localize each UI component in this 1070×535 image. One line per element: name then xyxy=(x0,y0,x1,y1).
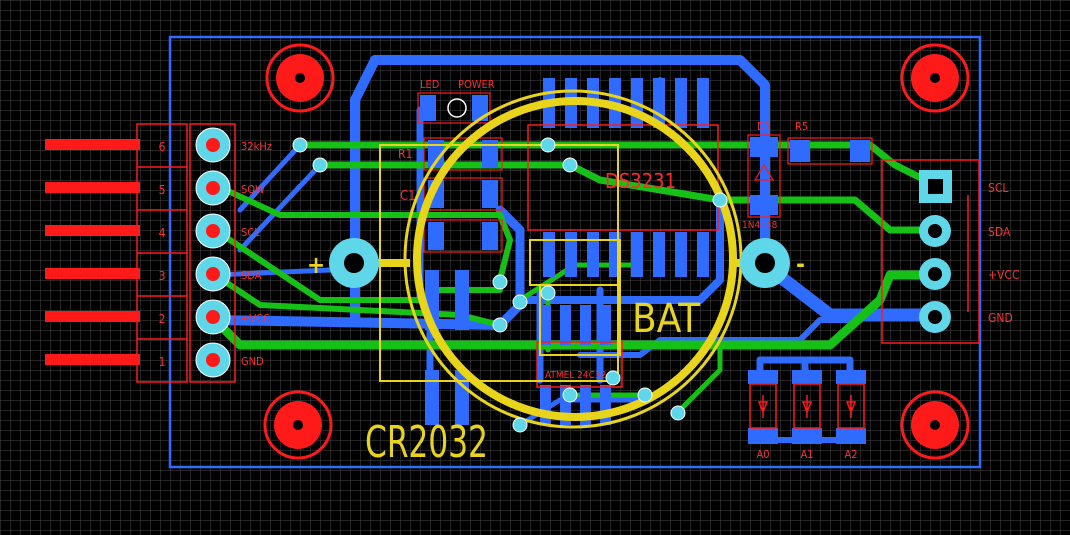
left-header: 6 5 4 3 2 1 32kHz SQW SCL SDA +VCC GND xyxy=(45,123,272,383)
mounting-hole-top-right xyxy=(900,43,970,113)
power-label: POWER xyxy=(458,78,495,91)
diode-label: 1N4148 xyxy=(742,220,778,231)
r5-label: R5 xyxy=(795,120,808,133)
left-pin-num: 6 xyxy=(159,140,166,154)
left-pin-num: 4 xyxy=(159,226,166,240)
mounting-hole-top-left xyxy=(265,43,335,113)
r1-label: R1 xyxy=(398,147,412,161)
passive-components: R1 C1 LED POWER xyxy=(398,78,503,425)
eeprom-label: ATMEL 24C32 xyxy=(545,370,606,381)
battery-plus-label: + xyxy=(307,251,325,279)
left-pin-signal: SCL xyxy=(241,226,260,239)
mounting-holes xyxy=(263,43,970,460)
board-outline xyxy=(168,35,982,469)
left-pin-num: 5 xyxy=(159,183,166,197)
left-pin-signal: +VCC xyxy=(241,312,270,325)
board-title: CR2032 xyxy=(365,417,488,468)
led-label: LED xyxy=(420,78,440,91)
mounting-hole-bottom-left xyxy=(263,390,333,460)
address-jumpers: A0 A1 A2 xyxy=(748,370,866,461)
left-pin-num: 1 xyxy=(159,355,166,369)
mounting-hole-bottom-right xyxy=(900,390,970,460)
ds3231-footprint: DS3231 xyxy=(527,78,719,277)
ds3231-label: DS3231 xyxy=(605,169,676,193)
diode-d1: D1 1N4148 xyxy=(742,120,781,231)
right-pin-signal: SDA xyxy=(988,225,1011,239)
left-pin-signal: 32kHz xyxy=(241,140,272,153)
battery-minus-label: - xyxy=(796,250,805,278)
d1-label: D1 xyxy=(757,120,771,133)
left-pin-signal: SDA xyxy=(241,269,262,282)
c1-label: C1 xyxy=(400,189,416,204)
right-pin-signal: +VCC xyxy=(988,268,1020,282)
left-pin-num: 3 xyxy=(159,269,166,283)
right-pin-signal: SCL xyxy=(988,181,1008,195)
jumper-a0-label: A0 xyxy=(756,448,769,461)
battery-label: BAT xyxy=(632,296,701,342)
battery-holder: + - BAT xyxy=(307,89,805,429)
eeprom-footprint: ATMEL 24C32 xyxy=(536,305,623,425)
left-pin-num: 2 xyxy=(159,312,166,326)
right-pin-signal: GND xyxy=(988,311,1013,325)
vias xyxy=(292,98,728,433)
jumper-a2-label: A2 xyxy=(844,448,857,461)
battery-inner-ring xyxy=(413,97,737,421)
jumper-a1-label: A1 xyxy=(800,448,813,461)
left-pin-signal: GND xyxy=(241,355,264,368)
resistor-r5: R5 xyxy=(787,120,873,165)
left-pin-signal: SQW xyxy=(241,183,265,196)
right-header: SCL SDA +VCC GND xyxy=(881,159,1020,344)
